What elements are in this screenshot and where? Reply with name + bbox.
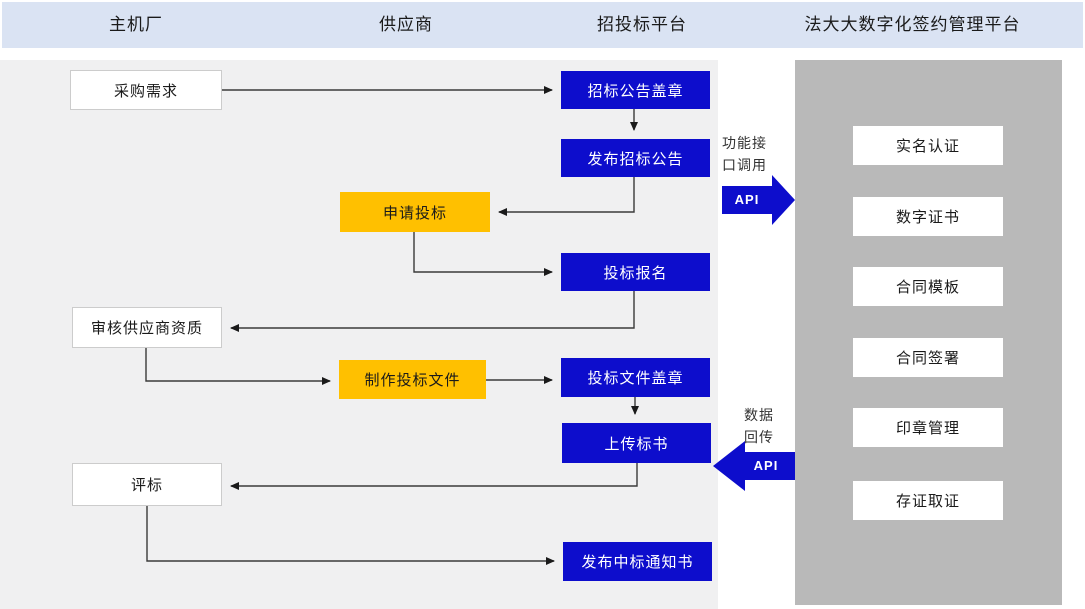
lane-title-oem: 主机厂 [109, 15, 163, 34]
flow-box-evaluate-bid: 评标 [72, 463, 222, 506]
lane-title-fadada-platform: 法大大数字化签约管理平台 [804, 15, 1021, 34]
flow-box-publish-tender-notice: 发布招标公告 [561, 139, 710, 177]
flow-box-upload-bid-document: 上传标书 [562, 423, 711, 463]
flow-box-seal-bid-document: 投标文件盖章 [561, 358, 710, 397]
lane-header-bar: 主机厂 供应商 招投标平台 法大大数字化签约管理平台 [2, 2, 1083, 48]
platform-item-contract-sign: 合同签署 [853, 338, 1003, 377]
platform-item-contract-template: 合同模板 [853, 267, 1003, 306]
flow-box-publish-award-notice: 发布中标通知书 [563, 542, 712, 581]
flow-box-make-bid-document: 制作投标文件 [339, 360, 486, 399]
api-return-label: 数据回传 [744, 407, 774, 445]
flow-box-review-supplier-qualification: 审核供应商资质 [72, 307, 222, 348]
platform-item-evidence: 存证取证 [853, 481, 1003, 520]
flow-box-bid-registration: 投标报名 [561, 253, 710, 291]
api-return-badge: API [753, 458, 779, 473]
lane-title-supplier: 供应商 [379, 15, 433, 34]
platform-item-digital-cert: 数字证书 [853, 197, 1003, 236]
api-call-badge: API [734, 192, 760, 207]
flow-box-seal-tender-notice: 招标公告盖章 [561, 71, 710, 109]
platform-item-real-name-auth: 实名认证 [853, 126, 1003, 165]
platform-item-seal-management: 印章管理 [853, 408, 1003, 447]
flow-box-purchase-demand: 采购需求 [70, 70, 222, 110]
lane-title-bidding-platform: 招投标平台 [597, 15, 687, 34]
flow-box-apply-bid: 申请投标 [340, 192, 490, 232]
api-call-label: 功能接口调用 [722, 135, 767, 173]
